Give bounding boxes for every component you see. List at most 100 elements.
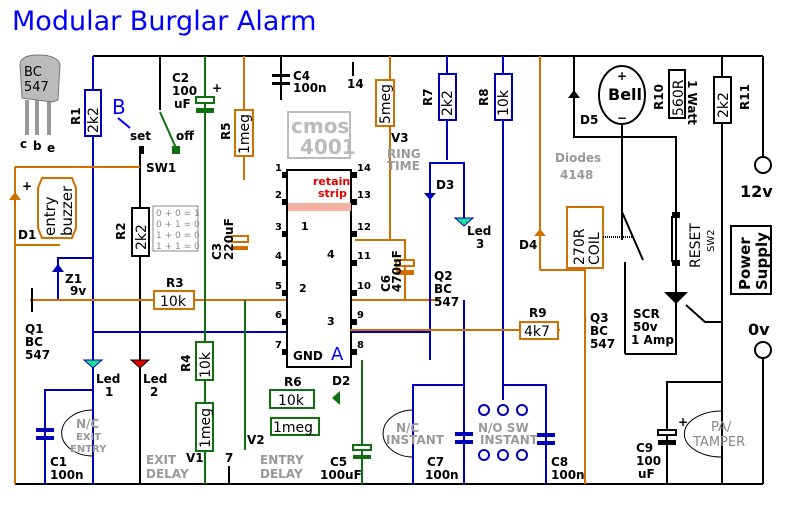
sw1-lever[interactable]: [159, 111, 177, 149]
pin-9: [351, 319, 357, 325]
svg-text:TAMPER: TAMPER: [692, 435, 745, 450]
svg-text:EXIT: EXIT: [76, 432, 101, 443]
diodes-label: Diodes: [555, 151, 601, 165]
pin-8: [351, 349, 357, 355]
capacitor-c3: [232, 246, 248, 250]
label-0v: 0v: [748, 320, 770, 339]
z1-label: Z1: [65, 272, 82, 286]
capacitor-c9: [658, 440, 676, 445]
q1-number: 547: [25, 348, 50, 362]
svg-text:1 + 1 = 0: 1 + 1 = 0: [156, 242, 200, 252]
led3-number: 3: [476, 237, 484, 251]
pinout-line2: 547: [24, 80, 49, 95]
r5-value: 1meg: [237, 114, 253, 154]
variable-resistor-v1[interactable]: [195, 402, 214, 452]
svg-text:Supply: Supply: [753, 232, 771, 290]
c9-label: C9: [636, 441, 653, 455]
pin-label-8: 8: [357, 340, 364, 351]
svg-text:DELAY: DELAY: [146, 467, 189, 481]
pin-label-12: 12: [357, 222, 371, 233]
c8-label: C8: [551, 455, 568, 469]
pin-label-9: 9: [357, 310, 364, 321]
d3-label: D3: [436, 178, 454, 192]
pin-12: [351, 231, 357, 237]
r7-value: 2k2: [440, 90, 456, 116]
capacitor-c5: [353, 455, 371, 459]
led-3: [453, 217, 475, 227]
pin-label-4: 4: [275, 251, 282, 262]
svg-text:EXIT: EXIT: [146, 453, 177, 467]
pin-6: [282, 319, 288, 325]
retain-strip: [288, 203, 351, 211]
v3-label: V3: [391, 131, 409, 145]
entry-buzzer: entry buzzer: [37, 177, 77, 239]
gnd-label: GND: [293, 349, 323, 363]
pin-label-11: 11: [357, 251, 371, 262]
svg-text:4001: 4001: [300, 135, 356, 159]
capacitor-c4: [272, 82, 290, 85]
r3-value: 10k: [160, 294, 187, 310]
no-instant-switch: [478, 404, 528, 461]
pin-label-7: 7: [275, 340, 282, 351]
c9-value: 100: [636, 454, 661, 468]
q3-type: BC: [590, 324, 608, 338]
led1-number: 1: [105, 385, 113, 399]
r4-value: 10k: [198, 351, 214, 378]
pin-10: [351, 290, 357, 296]
svg-text:0 + 1 = 0: 0 + 1 = 0: [156, 220, 200, 230]
c2-unit: uF: [174, 97, 191, 111]
r10-note: 1 Watt: [685, 80, 699, 125]
pin-label-1: 1: [275, 163, 282, 174]
c5-label: C5: [330, 455, 347, 469]
power-supply-label: Power Supply: [730, 225, 772, 295]
r10-value: 560R: [671, 79, 687, 116]
pin-7: [282, 349, 288, 355]
d5-label: D5: [580, 113, 598, 127]
scr-voltage: 50v: [633, 320, 658, 334]
r8-label: R8: [477, 88, 491, 106]
c7-value: 100n: [425, 468, 459, 482]
gate-3-label: 3: [327, 315, 335, 328]
svg-text:+: +: [678, 415, 688, 429]
pin-label-13: 13: [357, 190, 371, 201]
scr-label: SCR: [633, 307, 660, 321]
sw1-set-label: set: [130, 129, 151, 143]
arrow-icon: [117, 117, 131, 129]
variable-resistor-v3[interactable]: [375, 79, 395, 127]
q3-label: Q3: [590, 311, 609, 325]
gate-4-label: 4: [327, 248, 335, 261]
resistor-r1: [84, 89, 102, 137]
terminal-12v: [754, 156, 772, 174]
q2-number: 547: [434, 295, 459, 309]
c2-label: C2: [172, 71, 189, 85]
svg-text:buzzer: buzzer: [58, 185, 76, 236]
variable-resistor-v2[interactable]: [270, 417, 320, 436]
c6-value: 470uF: [390, 250, 404, 292]
reset-button[interactable]: [671, 212, 680, 266]
c6-label: C6: [379, 275, 393, 292]
svg-text:ENTRY: ENTRY: [260, 453, 304, 467]
svg-text:−: −: [617, 111, 627, 125]
relay-switch: [621, 211, 644, 261]
svg-text:1 + 0 = 0: 1 + 0 = 0: [156, 231, 200, 241]
resistor-r7: [438, 73, 457, 121]
r2-label: R2: [114, 222, 128, 240]
pin-4: [282, 260, 288, 266]
nc-instant-switch: [382, 409, 414, 458]
svg-text:N/O SW: N/O SW: [478, 421, 529, 435]
capacitor-c1: [36, 436, 54, 440]
pin-label-2: 2: [275, 190, 282, 201]
svg-text:DELAY: DELAY: [260, 467, 303, 481]
coil-label: COIL: [587, 232, 603, 265]
z1-value: 9v: [70, 284, 86, 298]
svg-text:ENTRY: ENTRY: [70, 444, 107, 455]
chip-label: cmos 4001: [287, 111, 356, 159]
pin-b-label: b: [33, 139, 42, 153]
pin-label-3: 3: [275, 222, 282, 233]
reset-label: RESET: [688, 223, 704, 268]
c3-label: C3: [210, 243, 224, 260]
r11-value: 2k2: [716, 92, 732, 118]
r5-label: R5: [219, 122, 233, 140]
v1-value: 1meg: [198, 408, 214, 448]
